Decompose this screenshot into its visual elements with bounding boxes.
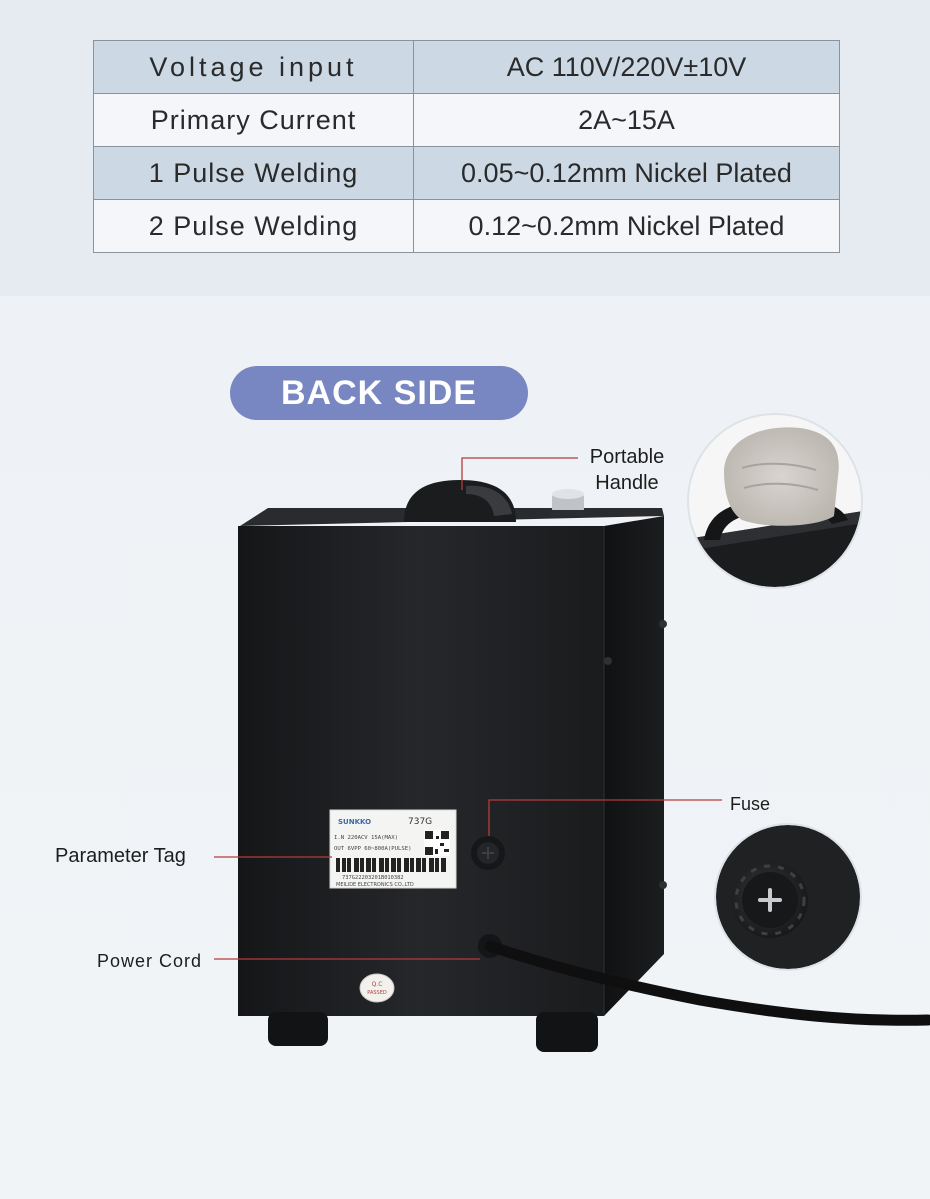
- fuse-closeup: [714, 823, 862, 971]
- spec-value: AC 110V/220V±10V: [413, 40, 840, 94]
- spec-table: Voltage input AC 110V/220V±10V Primary C…: [93, 40, 840, 253]
- power-cord: [478, 934, 930, 1026]
- spec-value: 0.05~0.12mm Nickel Plated: [413, 146, 840, 200]
- spec-label: 2 Pulse Welding: [93, 199, 414, 253]
- callout-parameter-tag: Parameter Tag: [55, 845, 186, 867]
- device-feet: [268, 1012, 598, 1052]
- table-row: 2 Pulse Welding 0.12~0.2mm Nickel Plated: [93, 199, 840, 253]
- tag-serial: 737G22203201B010382: [342, 875, 404, 881]
- callout-lines: [214, 457, 722, 960]
- qc-sticker: Q.C PASSED: [359, 973, 395, 1003]
- callout-handle-line2: Handle: [595, 472, 659, 494]
- portable-handle: [404, 480, 516, 522]
- barcode: [336, 858, 446, 872]
- spec-value: 0.12~0.2mm Nickel Plated: [413, 199, 840, 253]
- fuse-holder: [471, 836, 505, 870]
- spec-label: 1 Pulse Welding: [93, 146, 414, 200]
- top-knob: [550, 489, 586, 516]
- table-row: 1 Pulse Welding 0.05~0.12mm Nickel Plate…: [93, 146, 840, 200]
- tag-brand: SUNKKO: [338, 818, 371, 826]
- callout-handle-line1: Portable: [589, 446, 665, 468]
- spec-label: Voltage input: [93, 40, 414, 94]
- tag-maker: MEILIDE ELECTRONICS CO.,LTD: [336, 882, 414, 888]
- table-row: Voltage input AC 110V/220V±10V: [93, 40, 840, 94]
- qr-code: [424, 830, 450, 856]
- parameter-tag: SUNKKO 737G I.N 220ACV 15A(MAX) OUT 6VPP…: [329, 809, 457, 889]
- section-title-pill: BACK SIDE: [230, 366, 528, 420]
- qc-line2: PASSED: [367, 990, 387, 996]
- section-title: BACK SIDE: [280, 373, 478, 412]
- callout-fuse: Fuse: [730, 794, 771, 814]
- tag-line2: OUT 6VPP 60~800A(PULSE): [334, 846, 411, 852]
- tag-line1: I.N 220ACV 15A(MAX): [334, 835, 398, 841]
- tag-model: 737G: [408, 817, 432, 827]
- qc-line1: Q.C: [372, 981, 383, 988]
- callout-power-cord: Power Cord: [97, 951, 203, 971]
- device-body: [238, 516, 664, 1016]
- callout-portable-handle: Portable Handle: [584, 444, 670, 496]
- handle-closeup: [687, 413, 863, 589]
